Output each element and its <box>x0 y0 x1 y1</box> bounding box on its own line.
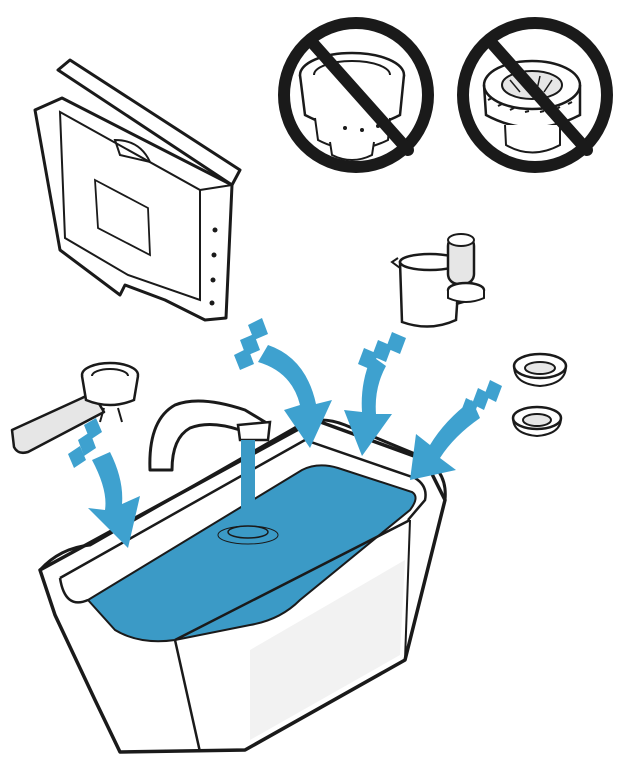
curved-arrow-icon <box>68 418 140 548</box>
filter-basket-double <box>511 405 563 438</box>
no-entry-icon <box>483 34 593 156</box>
filter-basket-single <box>512 352 568 388</box>
burr-grinder-prohibited <box>457 17 613 173</box>
portafilter-icon <box>10 361 140 455</box>
bean-hopper-prohibited <box>278 17 434 173</box>
curved-arrow-icon <box>410 380 502 480</box>
water-tank-icon <box>33 58 242 322</box>
filter-basket-icon <box>512 352 568 388</box>
sink-basin-icon <box>38 418 447 754</box>
curved-arrow-icon <box>234 318 332 448</box>
tamper-icon <box>446 233 486 303</box>
faucet-icon <box>148 399 279 545</box>
milk-jug-icon <box>390 252 473 328</box>
curved-arrow-icon <box>344 332 406 456</box>
filter-basket-icon <box>511 405 563 438</box>
no-entry-icon <box>304 34 414 156</box>
